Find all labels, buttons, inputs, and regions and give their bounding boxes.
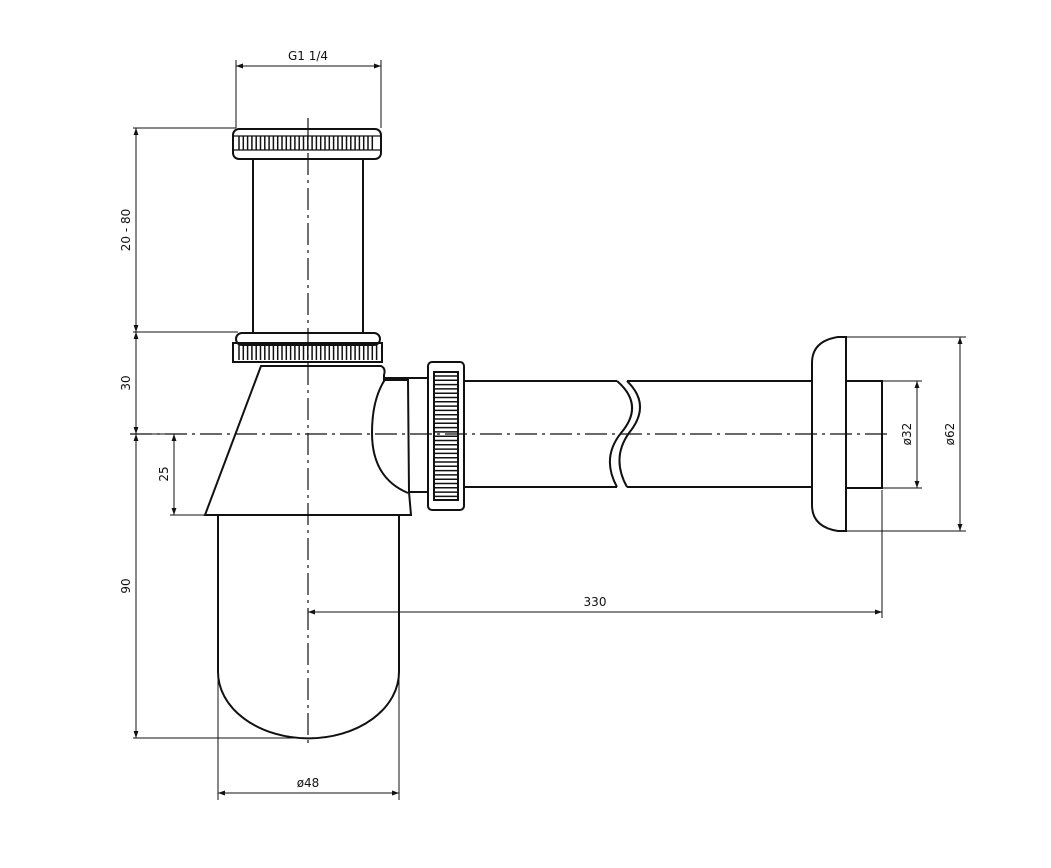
label-body-height: 90: [119, 578, 133, 593]
outlet-nut: [427, 361, 465, 511]
dimension-labels: G1 1/4 20 - 80 30 25 90 330 ø48 ø32 ø62: [119, 49, 957, 790]
label-thread: G1 1/4: [288, 49, 328, 63]
outlet-bulge: [370, 377, 409, 494]
trap-body-upper: [203, 365, 413, 516]
extension-lines: [133, 60, 966, 800]
wall-rosette: [811, 336, 847, 532]
dimension-lines: [133, 63, 963, 796]
top-nut: [232, 128, 382, 160]
label-tail-length: 20 - 80: [119, 209, 133, 252]
trap-cup: [217, 515, 400, 740]
label-outlet-diameter: ø32: [900, 423, 914, 446]
tailpiece-tube: [252, 159, 364, 333]
label-outlet-length: 330: [584, 595, 607, 609]
label-rosette-diameter: ø62: [943, 423, 957, 446]
trap-outline: [203, 128, 883, 740]
outlet-pipe: [464, 380, 812, 488]
label-body-diameter: ø48: [297, 776, 320, 790]
label-inlet-offset: 25: [157, 466, 171, 481]
label-collar-height: 30: [119, 375, 133, 390]
center-lines: [130, 118, 892, 745]
